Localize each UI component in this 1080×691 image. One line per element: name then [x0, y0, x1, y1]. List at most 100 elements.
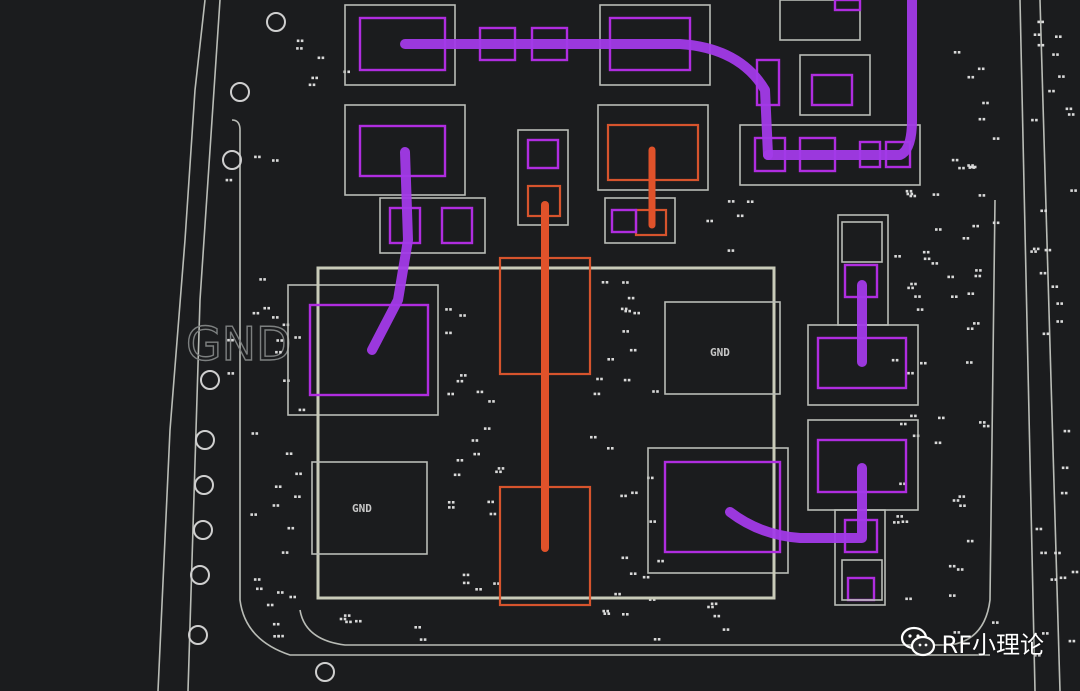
signal-trace: [725, 463, 867, 543]
via-dot: [590, 435, 593, 439]
via-dot: [276, 339, 279, 342]
via-dot: [652, 598, 656, 601]
via-dot: [291, 526, 295, 530]
via-dot: [962, 495, 966, 498]
via-dot: [922, 250, 926, 254]
via-dot: [456, 379, 460, 383]
via-dot: [1063, 429, 1067, 433]
via-dot: [953, 631, 957, 634]
via-dot: [255, 432, 259, 435]
via-dot: [419, 638, 423, 641]
via-dot: [447, 501, 451, 504]
via-dot: [955, 158, 959, 162]
via-dot: [460, 374, 463, 377]
via-dot: [257, 578, 261, 581]
via-dot: [1040, 551, 1043, 555]
via-dot: [227, 372, 231, 375]
via-dot: [962, 166, 965, 170]
via-dot: [471, 439, 475, 442]
via-dot: [661, 559, 664, 563]
via-dot: [622, 613, 625, 616]
via-dot: [252, 311, 256, 315]
via-dot: [602, 609, 605, 613]
via-dot: [256, 587, 259, 591]
via-dot: [459, 314, 462, 317]
gnd-pads: GND GND: [311, 301, 781, 555]
via-dot: [1033, 33, 1037, 36]
via-dot: [298, 336, 301, 339]
via-dot: [1058, 75, 1061, 78]
via-dot: [294, 336, 297, 339]
via-dot: [897, 521, 900, 524]
via-dot: [260, 587, 263, 591]
via-dot: [489, 512, 493, 516]
via-dot: [275, 350, 278, 354]
via-dot: [274, 485, 278, 488]
component-outline: [799, 54, 871, 116]
via-dot: [607, 358, 610, 361]
via-dot: [913, 194, 917, 198]
via-dot: [893, 521, 896, 524]
via-dot: [914, 295, 917, 298]
via-rings: [188, 12, 335, 682]
via-dot: [267, 306, 270, 310]
watermark-text: RF小理论: [941, 630, 1044, 659]
gnd-silkscreen-label: GND: [186, 317, 291, 371]
via-dot: [978, 194, 982, 197]
via-dot: [722, 628, 726, 631]
via-dot: [1042, 332, 1046, 336]
gnd-pad-label: GND: [352, 502, 372, 515]
via-dot: [996, 137, 1000, 140]
via-dot: [731, 200, 735, 203]
via-ring: [315, 662, 335, 682]
via-dot: [488, 400, 491, 403]
via-dot: [982, 424, 986, 428]
component-outline: [647, 447, 789, 574]
via-dot: [967, 292, 971, 295]
top-pad: [440, 206, 474, 245]
footprint: [841, 559, 883, 601]
via-dot: [276, 622, 280, 626]
via-dot: [1044, 209, 1047, 213]
via-dot: [1041, 20, 1044, 24]
via-dot: [934, 441, 938, 445]
via-dot: [909, 597, 912, 601]
top-pad: [846, 576, 876, 602]
via-dot: [600, 377, 603, 381]
via-dot: [1054, 578, 1058, 581]
via-dot: [1039, 527, 1043, 531]
via-dot: [901, 520, 905, 523]
via-dot: [629, 572, 633, 575]
via-dot: [493, 582, 496, 585]
via-dot: [626, 330, 629, 333]
via-dot: [483, 427, 487, 430]
via-dot: [898, 255, 901, 258]
via-dot: [497, 467, 501, 470]
via-ring: [222, 150, 242, 170]
via-dot: [966, 237, 970, 240]
via-dot: [911, 371, 914, 375]
via-dot: [279, 350, 282, 354]
via-dot: [1035, 527, 1039, 531]
via-dot: [1056, 53, 1059, 56]
via-dot: [452, 506, 455, 509]
via-dot: [951, 158, 955, 162]
via-dot: [495, 470, 498, 474]
via-dot: [1042, 632, 1045, 635]
via-dot: [986, 424, 990, 428]
via-dot: [653, 638, 657, 641]
via-dot: [312, 83, 316, 87]
via-dot: [967, 164, 970, 167]
via-dot: [299, 472, 302, 476]
via-dot: [633, 348, 637, 352]
via-dot: [968, 166, 972, 169]
via-dot: [740, 214, 744, 218]
via-dot: [1035, 118, 1038, 122]
via-dot: [1069, 107, 1073, 111]
via-dot: [277, 635, 280, 638]
via-dot: [971, 292, 975, 295]
via-dot: [972, 224, 975, 228]
via-dot: [1030, 250, 1033, 253]
gnd-pad: [664, 301, 781, 395]
via-dot: [651, 476, 654, 480]
